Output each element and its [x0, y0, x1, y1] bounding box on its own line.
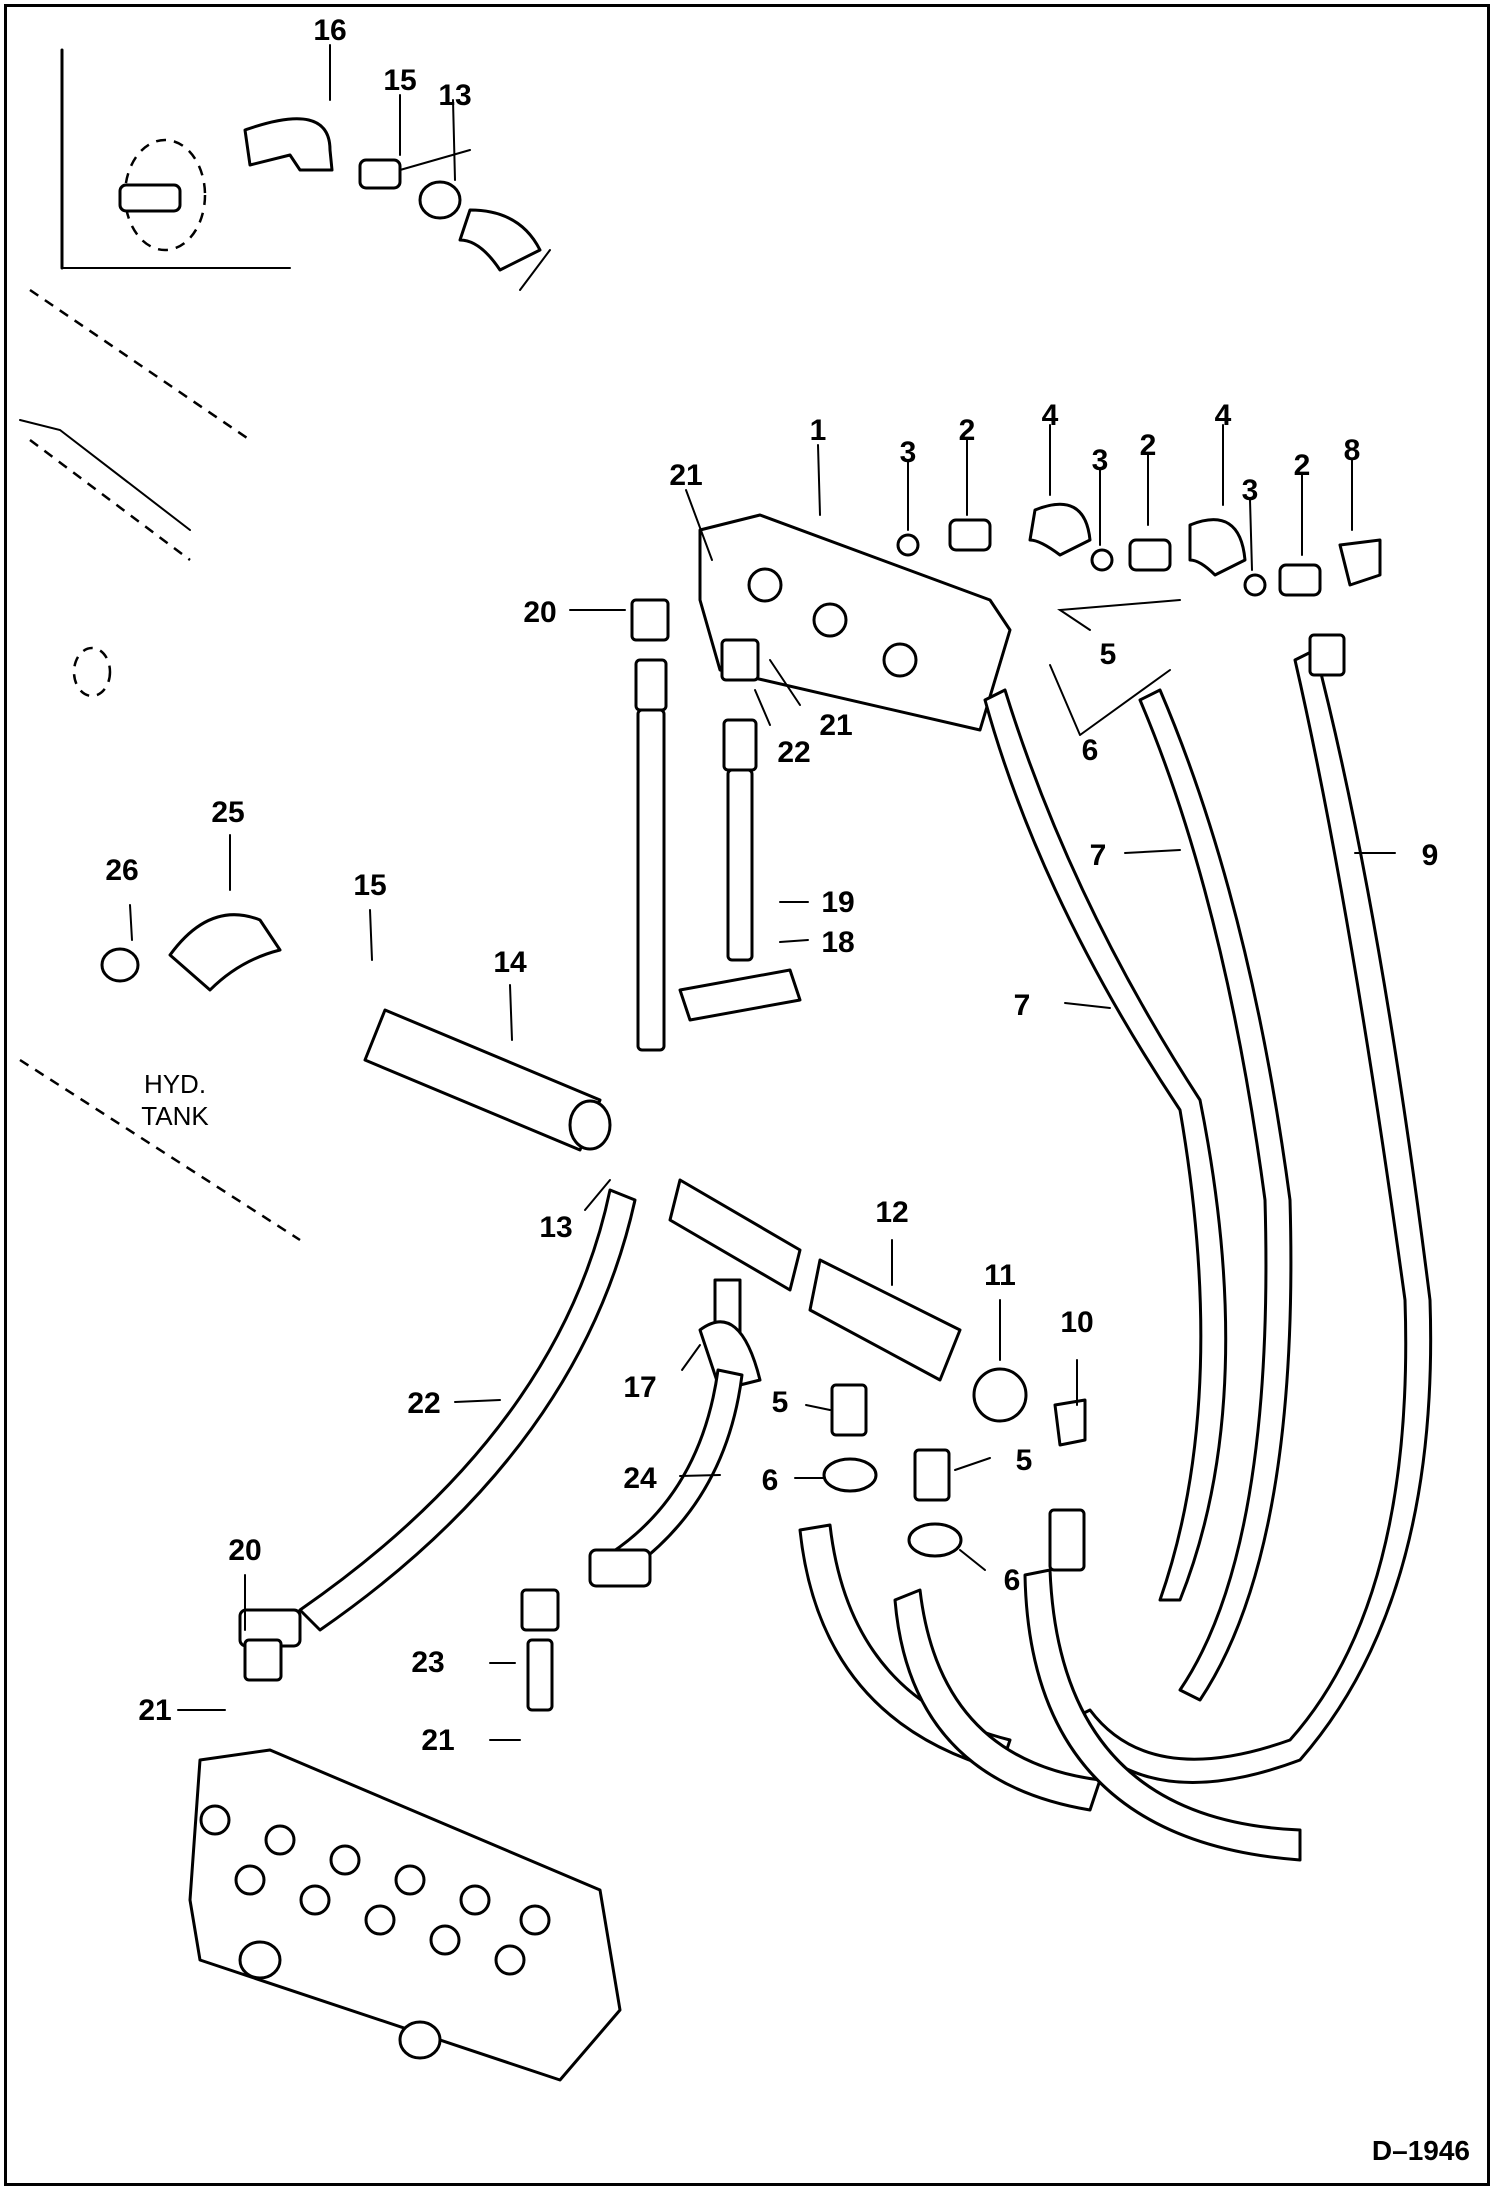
- callout-14: 14: [493, 946, 527, 979]
- gauge-port-icon: [72, 646, 112, 698]
- valve-body: [698, 513, 1012, 732]
- control-valve-block: [188, 1588, 622, 2082]
- callout-5: 5: [1100, 638, 1117, 671]
- callout-21: 21: [138, 1694, 171, 1727]
- upper-left-hoses: [630, 598, 802, 1052]
- callout-21: 21: [819, 709, 852, 742]
- callout-7: 7: [1090, 839, 1107, 872]
- callout-11: 11: [984, 1259, 1016, 1292]
- callout-22: 22: [407, 1387, 440, 1420]
- callout-8: 8: [1344, 434, 1361, 467]
- callout-6: 6: [762, 1464, 779, 1497]
- callout-21: 21: [421, 1724, 454, 1757]
- callout-9: 9: [1422, 839, 1439, 872]
- lower-fittings: [798, 1383, 1302, 1862]
- callout-19: 19: [821, 886, 854, 919]
- callout-24: 24: [623, 1462, 657, 1495]
- callout-labels: 16 15 13 1 3 2 4 3 2 4 3 2 8 21 20 21 22…: [105, 14, 1438, 1757]
- top-fittings: [896, 502, 1382, 597]
- callout-4: 4: [1215, 399, 1232, 432]
- callout-22: 22: [777, 736, 810, 769]
- callout-5: 5: [1016, 1444, 1033, 1477]
- tank-outline: [19, 48, 301, 1242]
- callout-20: 20: [523, 596, 556, 629]
- callout-21: 21: [669, 459, 702, 492]
- callout-17: 17: [623, 1371, 656, 1404]
- callout-10: 10: [1060, 1306, 1093, 1339]
- callout-15: 15: [383, 64, 416, 97]
- tank-elbow-assembly: [118, 117, 551, 291]
- tank-label-line1: HYD.: [144, 1069, 206, 1099]
- callout-2: 2: [1294, 449, 1311, 482]
- leader-lines: [129, 44, 1396, 1741]
- callout-2: 2: [1140, 429, 1157, 462]
- callout-3: 3: [1092, 444, 1109, 477]
- callout-3: 3: [900, 436, 917, 469]
- callout-4: 4: [1042, 399, 1059, 432]
- callout-3: 3: [1242, 474, 1259, 507]
- callout-6: 6: [1004, 1564, 1021, 1597]
- callout-23: 23: [411, 1646, 444, 1679]
- callout-16: 16: [313, 14, 346, 47]
- drawing-code: D–1946: [1372, 2135, 1470, 2166]
- callout-26: 26: [105, 854, 138, 887]
- lower-hoses: [238, 1188, 744, 1648]
- suction-line: [100, 913, 1087, 1447]
- callout-6: 6: [1082, 734, 1099, 767]
- callout-13: 13: [438, 79, 471, 112]
- callout-2: 2: [959, 414, 976, 447]
- callout-20: 20: [228, 1534, 261, 1567]
- callout-13: 13: [539, 1211, 572, 1244]
- callout-5: 5: [772, 1386, 789, 1419]
- callout-1: 1: [810, 414, 827, 447]
- callout-15: 15: [353, 869, 386, 902]
- callout-25: 25: [211, 796, 244, 829]
- callout-12: 12: [875, 1196, 908, 1229]
- tank-label-line2: TANK: [141, 1101, 209, 1131]
- callout-18: 18: [821, 926, 854, 959]
- callout-7: 7: [1014, 989, 1031, 1022]
